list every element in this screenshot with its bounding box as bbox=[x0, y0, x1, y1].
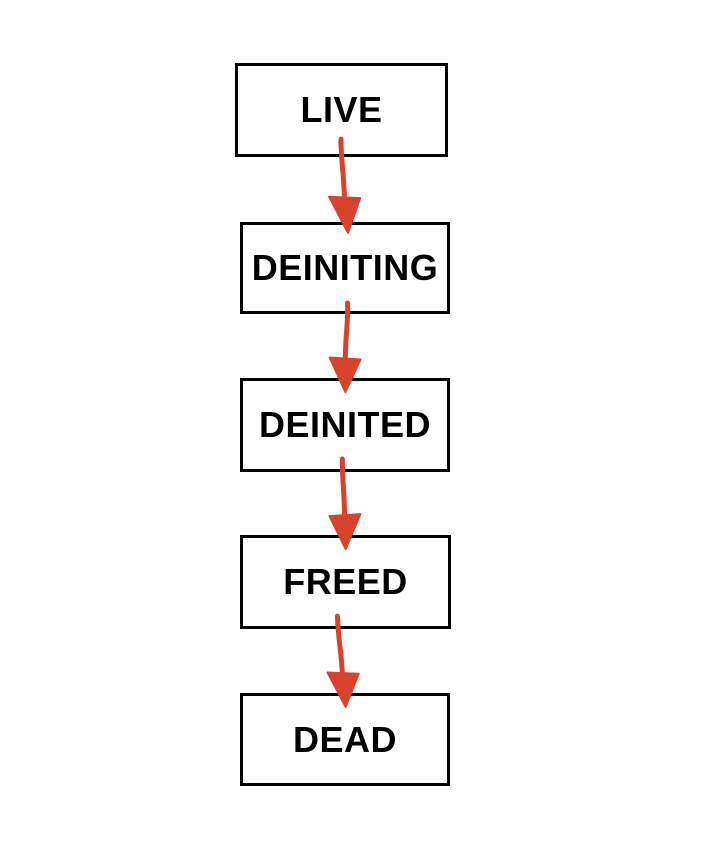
state-label-deinited: DEINITED bbox=[258, 404, 431, 445]
state-box-freed: FREED bbox=[240, 535, 451, 629]
state-label-live: LIVE bbox=[300, 89, 383, 130]
state-label-dead: DEAD bbox=[292, 718, 397, 760]
state-box-deiniting: DEINITING bbox=[240, 222, 450, 314]
state-box-deinited: DEINITED bbox=[240, 378, 450, 472]
arrow-deinited-to-freed-icon bbox=[323, 456, 367, 552]
state-label-freed: FREED bbox=[283, 561, 408, 602]
arrow-live-to-deiniting-icon bbox=[323, 136, 367, 236]
arrow-freed-to-dead-icon bbox=[321, 613, 365, 710]
arrow-deiniting-to-deinited-icon bbox=[323, 300, 367, 395]
state-label-deiniting: DEINITING bbox=[251, 247, 439, 288]
